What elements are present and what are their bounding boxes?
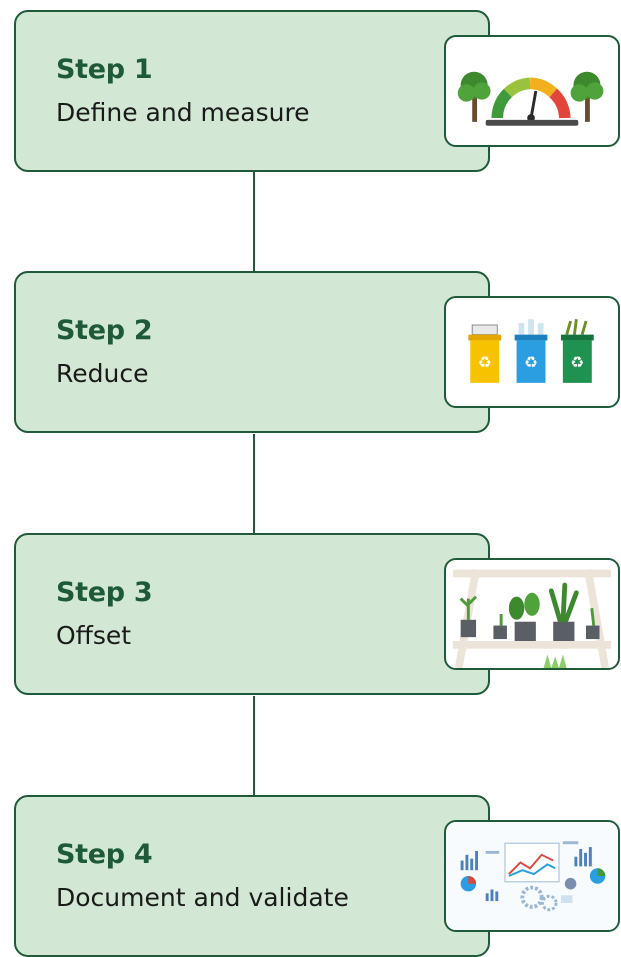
step-card-4: Step 4 Document and validate: [14, 795, 490, 957]
step-card-3: Step 3 Offset: [14, 533, 490, 695]
step-description: Document and validate: [56, 883, 349, 912]
step-description: Reduce: [56, 359, 149, 388]
step-description: Offset: [56, 621, 132, 650]
emissions-gauge-icon: [444, 35, 620, 147]
potted-plants-icon: [444, 558, 620, 670]
step-title: Step 3: [56, 577, 153, 608]
step-description: Define and measure: [56, 98, 310, 127]
step-title: Step 4: [56, 839, 153, 870]
step-title: Step 2: [56, 315, 153, 346]
step-card-2: Step 2 Reduce: [14, 271, 490, 433]
svg-text:♻: ♻: [570, 353, 584, 371]
connector-line-2-3: [253, 434, 255, 533]
connector-line-1-2: [253, 172, 255, 271]
recycling-bins-icon: ♻ ♻ ♻: [444, 296, 620, 408]
step-card-1: Step 1 Define and measure: [14, 10, 490, 172]
svg-text:♻: ♻: [478, 353, 492, 371]
step-title: Step 1: [56, 54, 153, 85]
data-dashboard-icon: [444, 820, 620, 932]
svg-text:♻: ♻: [524, 353, 538, 371]
connector-line-3-4: [253, 696, 255, 795]
